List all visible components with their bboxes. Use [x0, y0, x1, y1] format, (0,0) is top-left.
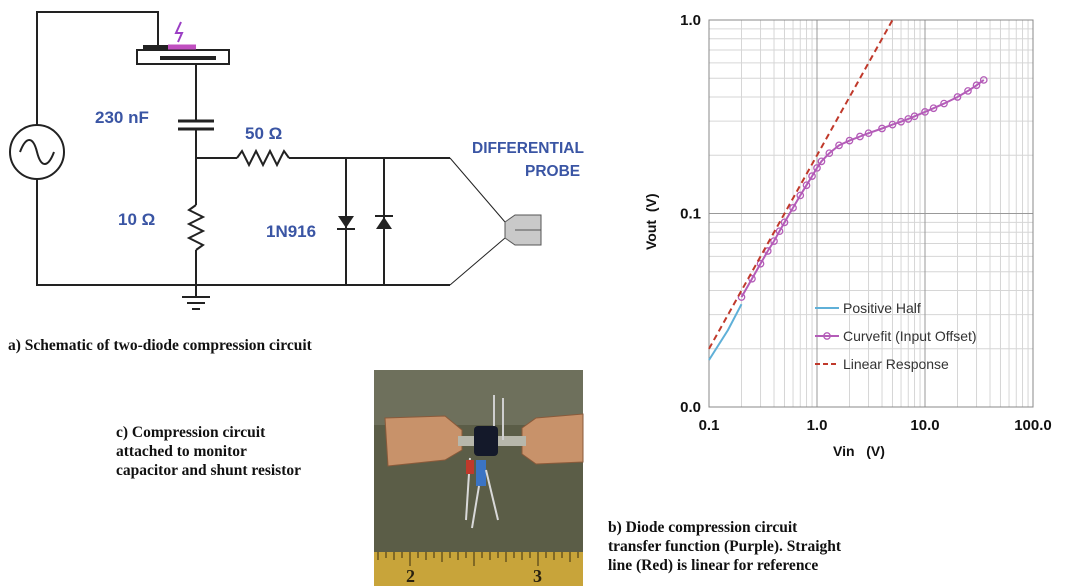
y-axis-label: Vout (V) — [643, 193, 659, 250]
wire-source-bottom — [36, 179, 450, 286]
lightning-icon — [174, 21, 184, 43]
photo-caption-line: attached to monitor — [116, 443, 247, 460]
diode-1-icon — [337, 216, 355, 230]
resistor-50ohm — [236, 148, 290, 168]
series-point-curvefit-input-offset — [796, 191, 805, 200]
series-point-curvefit-input-offset — [972, 81, 981, 90]
series-point-curvefit-input-offset — [940, 99, 948, 108]
schematic-caption: a) Schematic of two-diode compression ci… — [8, 337, 312, 354]
monitor-capacitor-photo — [474, 426, 498, 456]
schematic — [9, 11, 542, 310]
series-point-curvefit-input-offset — [808, 172, 816, 180]
diode-2-icon — [375, 215, 393, 229]
y-tick-label: 0.0 — [680, 399, 701, 416]
capacitor-label: 230 nF — [95, 108, 149, 127]
legend-entry: Linear Response — [843, 356, 949, 372]
chart-caption-line: transfer function (Purple). Straight — [608, 538, 842, 555]
series-point-curvefit-input-offset — [964, 87, 972, 95]
resistor-50-label: 50 Ω — [245, 124, 282, 143]
chart-series — [708, 19, 988, 361]
series-point-curvefit-input-offset — [737, 293, 746, 301]
y-tick-label: 0.1 — [680, 206, 701, 223]
ruler-label-2: 2 — [406, 566, 415, 586]
series-point-curvefit-input-offset — [878, 124, 886, 133]
probe-label-line2: PROBE — [525, 163, 580, 180]
diode-label: 1N916 — [266, 222, 316, 241]
probe-icon — [504, 214, 542, 246]
series-point-curvefit-input-offset — [817, 157, 826, 166]
photo-caption: c) Compression circuit attached to monit… — [116, 423, 301, 480]
series-point-curvefit-input-offset — [775, 227, 784, 236]
legend-entry: Positive Half — [843, 300, 921, 316]
x-tick-label: 100.0 — [1014, 417, 1052, 434]
x-tick-label: 0.1 — [699, 417, 720, 434]
series-line-positive-half — [708, 303, 743, 361]
monitor-capacitor-block — [136, 49, 230, 65]
series-point-curvefit-input-offset — [921, 108, 929, 116]
chart-plot-frame — [708, 19, 1034, 408]
resistor-photo — [476, 460, 486, 486]
probe-label-line1: DIFFERENTIAL — [472, 140, 584, 157]
x-axis-label: Vin (V) — [833, 443, 885, 459]
series-point-curvefit-input-offset — [802, 181, 811, 190]
probe-line-bottom — [449, 237, 506, 286]
circuit-photo: 2 3 — [374, 370, 584, 586]
legend-swatch-marker — [823, 332, 831, 340]
series-point-curvefit-input-offset — [856, 132, 864, 141]
series-point-curvefit-input-offset — [780, 218, 789, 227]
photo-caption-line: c) Compression circuit — [116, 424, 266, 441]
x-tick-label: 1.0 — [807, 417, 828, 434]
x-tick-labels: 0.1 1.0 10.0 100.0 — [699, 417, 1052, 434]
series-point-curvefit-input-offset — [888, 120, 897, 129]
photo-caption-line: capacitor and shunt resistor — [116, 462, 302, 479]
series-point-curvefit-input-offset — [979, 76, 988, 84]
schematic-labels: 230 nF 50 Ω 10 Ω 1N916 DIFFERENTIAL PROB… — [95, 108, 584, 241]
series-line-linear-response — [708, 19, 894, 350]
ruler — [374, 552, 583, 586]
series-point-curvefit-input-offset — [756, 259, 765, 268]
resistor-10-label: 10 Ω — [118, 210, 155, 229]
wire-source-top — [36, 11, 159, 125]
series-point-curvefit-input-offset — [789, 203, 797, 212]
series-point-curvefit-input-offset — [845, 136, 854, 145]
series-point-curvefit-input-offset — [813, 164, 821, 172]
legend-entry: Curvefit (Input Offset) — [843, 328, 977, 344]
chart-caption: b) Diode compression circuit transfer fu… — [608, 518, 841, 575]
x-tick-label: 10.0 — [910, 417, 939, 434]
copper-strip-right — [521, 413, 584, 465]
ac-source-wave — [19, 139, 55, 165]
series-point-curvefit-input-offset — [904, 115, 913, 123]
series-point-curvefit-input-offset — [897, 117, 905, 126]
series-point-curvefit-input-offset — [953, 93, 962, 101]
series-point-curvefit-input-offset — [835, 141, 843, 150]
resistor-10ohm — [186, 204, 206, 251]
series-point-curvefit-input-offset — [929, 104, 938, 113]
series-point-curvefit-input-offset — [825, 149, 834, 158]
series-line-curvefit-input-offset — [740, 79, 985, 298]
series-point-curvefit-input-offset — [864, 129, 873, 138]
y-tick-label: 1.0 — [680, 12, 701, 29]
y-tick-labels: 0.0 0.1 1.0 — [680, 12, 701, 416]
series-point-curvefit-input-offset — [910, 112, 919, 121]
series-point-curvefit-input-offset — [770, 237, 778, 245]
ruler-label-3: 3 — [533, 566, 542, 586]
ground-icon — [182, 296, 210, 310]
chart-caption-line: b) Diode compression circuit — [608, 519, 798, 536]
copper-strip-left — [384, 415, 463, 467]
probe-line-top — [449, 157, 506, 223]
chart-caption-line: line (Red) is linear for reference — [608, 557, 819, 574]
